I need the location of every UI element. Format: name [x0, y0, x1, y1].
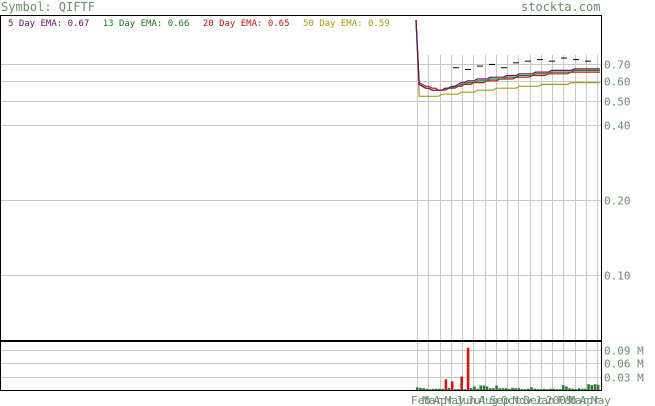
volume-bar: [530, 387, 533, 390]
volume-bar: [517, 388, 521, 390]
price-y-tick-label: 0.20: [604, 195, 631, 208]
x-tick-label: Nov: [512, 394, 532, 406]
ema-legend: 5 Day EMA: 0.67 13 Day EMA: 0.66 20 Day …: [8, 19, 398, 29]
volume-y-tick-label: 0.06 M: [604, 358, 644, 371]
x-tick-label: Oct: [501, 394, 521, 406]
volume-bar: [571, 388, 574, 390]
x-tick-label: Aug: [479, 394, 499, 406]
series-line: [415, 19, 600, 97]
volume-bar: [552, 388, 555, 390]
volume-bar: [504, 388, 508, 390]
x-tick-label: Jun: [456, 394, 476, 406]
legend-ema20: 20 Day EMA: 0.65: [202, 19, 290, 29]
legend-ema50: 50 Day EMA: 0.59: [302, 19, 390, 29]
volume-bar: [447, 387, 451, 390]
x-tick-label: Mar: [569, 394, 589, 406]
volume-bar: [555, 389, 559, 390]
price-panel-frame: [0, 15, 602, 341]
volume-bar: [435, 388, 438, 390]
price-y-tick-label: 0.60: [604, 76, 631, 89]
volume-bar: [444, 379, 448, 390]
x-tick-label: May: [591, 394, 611, 406]
volume-bar: [466, 347, 470, 390]
volume-bar: [536, 389, 540, 390]
volume-bar: [495, 385, 498, 390]
volume-bar: [565, 386, 568, 390]
x-tick-label: Sep: [490, 394, 510, 406]
x-tick-label: May: [445, 394, 465, 406]
volume-bar: [539, 389, 543, 390]
volume-bar: [485, 386, 489, 390]
volume-bar: [533, 388, 536, 390]
x-tick-label: Apr: [434, 394, 454, 406]
series-line: [415, 19, 600, 91]
volume-bar: [454, 389, 457, 390]
x-tick-label: Jan: [535, 394, 555, 406]
x-tick-label: Dec: [524, 394, 544, 406]
volume-bar: [511, 387, 514, 390]
volume-bar: [568, 388, 571, 390]
volume-bar: [581, 388, 584, 390]
volume-bar: [549, 388, 552, 390]
volume-bar: [457, 389, 460, 390]
volume-bar: [438, 388, 441, 390]
volume-bar: [422, 388, 425, 390]
volume-bar: [561, 385, 565, 390]
volume-bar: [590, 385, 594, 390]
volume-bar: [416, 387, 419, 390]
price-y-tick-label: 0.70: [604, 59, 631, 72]
volume-bar: [441, 388, 444, 390]
volume-bar: [476, 388, 479, 390]
price-y-tick-label: 0.50: [604, 96, 631, 109]
volume-bar: [489, 388, 492, 390]
volume-bar: [450, 381, 454, 390]
x-tick-label: Feb: [557, 394, 577, 406]
volume-bar: [492, 388, 495, 390]
volume-bar: [587, 384, 590, 390]
volume-bar: [542, 388, 546, 390]
volume-bar: [596, 384, 600, 390]
site-label[interactable]: stockta.com: [521, 0, 601, 14]
volume-bar: [574, 389, 578, 390]
volume-bar: [527, 388, 530, 390]
price-y-tick-label: 0.10: [604, 270, 631, 283]
volume-bar: [479, 385, 482, 390]
volume-bar: [469, 388, 473, 390]
x-tick-label: Jul: [467, 394, 487, 406]
legend-ema13: 13 Day EMA: 0.66: [102, 19, 190, 29]
volume-bar: [508, 388, 511, 390]
volume-y-tick-label: 0.09 M: [604, 345, 644, 358]
volume-bar: [584, 388, 587, 390]
volume-bar: [498, 388, 502, 390]
volume-bar: [431, 388, 435, 390]
volume-bar: [523, 389, 527, 390]
volume-bar: [428, 389, 432, 390]
price-y-tick-label: 0.40: [604, 120, 631, 133]
volume-bar: [593, 384, 597, 390]
x-tick-label: 2005: [546, 394, 573, 406]
volume-bar: [463, 389, 467, 390]
volume-bar: [460, 376, 463, 390]
volume-bar: [501, 388, 505, 390]
volume-bar: [520, 389, 524, 390]
symbol-label: Symbol: QIFTF: [1, 0, 95, 14]
volume-bar: [473, 386, 476, 390]
legend-ema5: 5 Day EMA: 0.67: [8, 19, 90, 29]
volume-bar: [419, 387, 422, 390]
volume-panel-frame: [0, 341, 602, 391]
series-line: [415, 19, 600, 91]
volume-y-tick-label: 0.03 M: [604, 372, 644, 385]
volume-bar: [482, 385, 486, 390]
x-tick-label: Apr: [580, 394, 600, 406]
x-tick-label: Mar: [422, 394, 442, 406]
x-tick-label: Feb: [411, 394, 431, 406]
volume-bar: [425, 388, 429, 390]
volume-bar: [546, 389, 549, 390]
volume-bar: [514, 388, 517, 390]
volume-bar: [577, 388, 581, 390]
volume-bar: [558, 389, 562, 390]
